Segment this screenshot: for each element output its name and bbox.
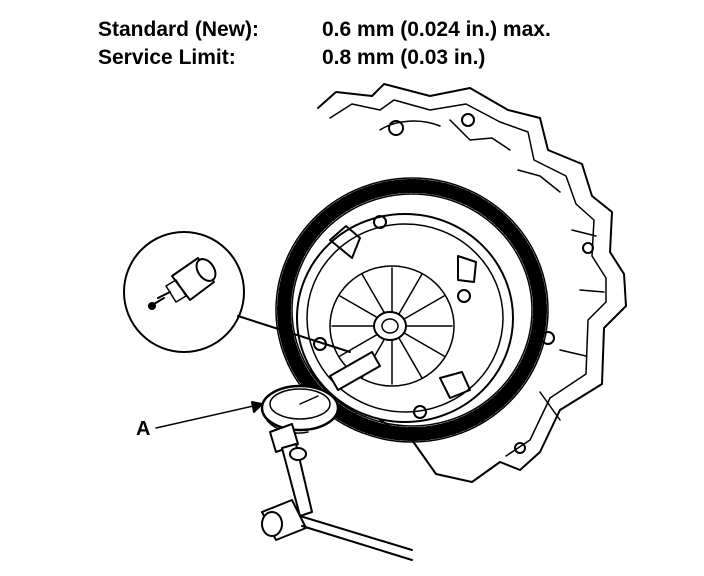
indicator-stem [329, 351, 381, 391]
pressure-plate-bolt-3 [413, 405, 427, 419]
spec-label-standard: Standard (New): [98, 18, 260, 41]
splined-hub [373, 311, 407, 341]
flywheel-ring-gear [277, 179, 547, 441]
indicator-dial-face [269, 388, 331, 420]
engine-block-inner-edge [329, 99, 607, 457]
spec-value-standard: 0.6 mm (0.024 in.) max. [322, 18, 551, 41]
block-bolt-hole-1 [388, 120, 404, 136]
pressure-plate-lug-bottom [439, 371, 471, 399]
magnetic-base-arm [261, 423, 413, 561]
pressure-plate-bolt-1 [373, 215, 387, 229]
engine-block [317, 83, 627, 483]
block-bolt-hole-2 [461, 113, 475, 127]
indicator-tip-detail [148, 257, 217, 310]
spec-value-service-limit: 0.8 mm (0.03 in.) [322, 46, 486, 69]
flywheel-outer-edge [275, 177, 549, 443]
diaphragm-spring [329, 265, 455, 387]
block-bolt-hole-4 [582, 242, 594, 254]
pressure-plate-bolt-2 [457, 289, 471, 303]
block-bolt-hole-5 [514, 442, 526, 454]
indicator-needle [299, 395, 319, 405]
splined-hub-bore [381, 318, 399, 334]
spec-row-service-limit: Service Limit: 0.8 mm (0.03 in.) [98, 44, 551, 72]
callout-a-leader [155, 403, 263, 429]
engine-block-detail-top [379, 119, 605, 421]
flywheel-inner-edge [291, 193, 533, 427]
pressure-plate-lug-right [457, 255, 477, 283]
magnifier-leader-line [237, 315, 351, 353]
pressure-plate-lug-top [329, 225, 361, 259]
indicator-dial-body [260, 384, 340, 432]
callout-label-a: A [136, 418, 151, 440]
callout-a-arrowhead [251, 401, 263, 413]
spec-label-service-limit: Service Limit: [98, 46, 236, 69]
pressure-plate-rim [306, 223, 504, 413]
specification-table: Standard (New): 0.6 mm (0.024 in.) max. … [98, 16, 551, 72]
spec-row-standard: Standard (New): 0.6 mm (0.024 in.) max. [98, 16, 551, 44]
